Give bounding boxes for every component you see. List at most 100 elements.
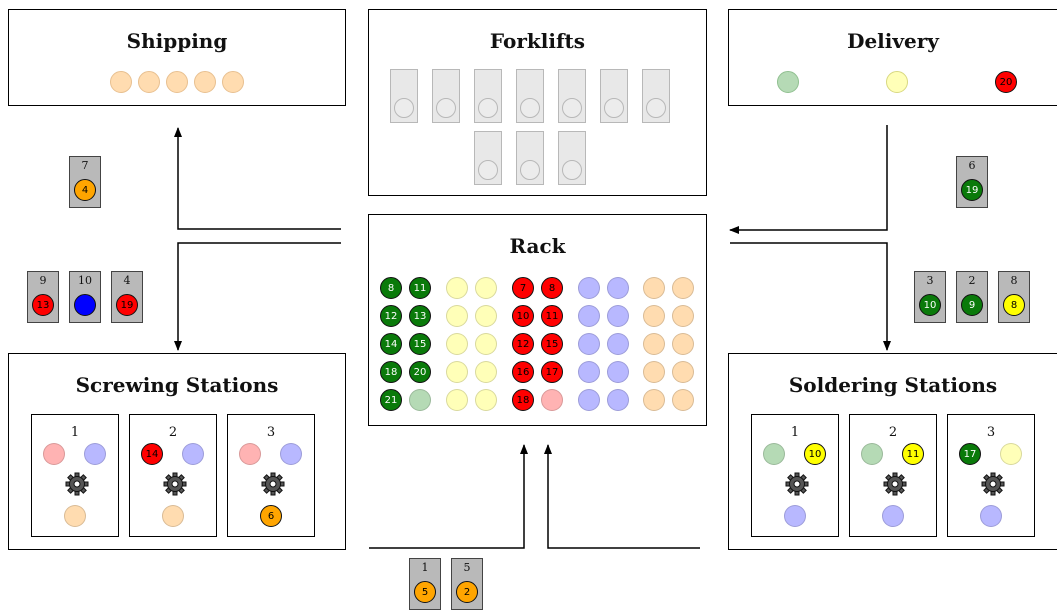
station-number: 2	[888, 425, 898, 440]
station-output-slot	[784, 505, 806, 527]
rack-item-red: 11	[541, 305, 563, 327]
rack-item-orange	[643, 361, 665, 383]
cart-item: 4	[74, 179, 96, 201]
arrow-rack-to-screwing	[174, 242, 341, 351]
cart-item	[74, 294, 96, 316]
rack-item-orange	[672, 277, 694, 299]
rack-item-red: 12	[512, 333, 534, 355]
rack-item-blue	[607, 333, 629, 355]
station-input-slot	[763, 443, 785, 465]
cart-item: 2	[456, 581, 478, 603]
rack-item-orange	[672, 333, 694, 355]
cart-item: 19	[116, 294, 138, 316]
cart-number: 6	[968, 159, 976, 172]
rack-item-orange	[643, 389, 665, 411]
station-input-slot: 14	[141, 443, 163, 465]
rack-item-red	[541, 389, 563, 411]
rack-item-orange	[643, 333, 665, 355]
delivery-item-green	[777, 71, 799, 93]
delivery-item-red: 20	[995, 71, 1017, 93]
cart-number: 3	[926, 274, 934, 287]
station-input-slot: 17	[959, 443, 981, 465]
station-output-slot: 6	[260, 505, 282, 527]
gear-icon	[883, 472, 907, 496]
arrow-screwing-to-rack	[369, 444, 528, 549]
rack-item-blue	[607, 305, 629, 327]
cart-7[interactable]: 7 4	[69, 156, 101, 208]
cart-8[interactable]: 8 8	[998, 271, 1030, 323]
rack-item-yellow	[475, 333, 497, 355]
cart-5[interactable]: 5 2	[451, 558, 483, 610]
rack-item-yellow	[475, 361, 497, 383]
cart-6[interactable]: 6 19	[956, 156, 988, 208]
forklift-slot	[558, 69, 586, 123]
rack-item-blue	[578, 305, 600, 327]
cart-3[interactable]: 3 10	[914, 271, 946, 323]
station-input-slot: 11	[902, 443, 924, 465]
station-number: 1	[70, 425, 80, 440]
cart-4[interactable]: 4 19	[111, 271, 143, 323]
rack-item-red: 17	[541, 361, 563, 383]
delivery-panel: Delivery 20	[728, 9, 1057, 106]
delivery-item-yellow	[886, 71, 908, 93]
rack-item-green: 12	[380, 305, 402, 327]
rack-item-orange	[672, 361, 694, 383]
rack-item-yellow	[475, 277, 497, 299]
rack-item-green: 15	[409, 333, 431, 355]
station-input-slot	[43, 443, 65, 465]
delivery-title: Delivery	[847, 29, 939, 53]
forklift-slot	[642, 69, 670, 123]
cart-number: 8	[1010, 274, 1018, 287]
rack-item-blue	[578, 277, 600, 299]
station-input-slot	[182, 443, 204, 465]
screwing-station-1[interactable]: 1	[31, 414, 119, 537]
screwing-station-2[interactable]: 2 14	[129, 414, 217, 537]
rack-item-blue	[607, 277, 629, 299]
rack-item-yellow	[446, 361, 468, 383]
gear-icon	[163, 472, 187, 496]
forklift-slot	[390, 69, 418, 123]
cart-1[interactable]: 1 5	[409, 558, 441, 610]
rack-item-yellow	[446, 277, 468, 299]
rack-item-green: 21	[380, 389, 402, 411]
rack-item-yellow	[446, 305, 468, 327]
rack-item-blue	[578, 361, 600, 383]
cart-2[interactable]: 2 9	[956, 271, 988, 323]
cart-9[interactable]: 9 13	[27, 271, 59, 323]
soldering-station-2[interactable]: 2 11	[849, 414, 937, 537]
soldering-stations-title: Soldering Stations	[788, 373, 998, 397]
rack-item-red: 18	[512, 389, 534, 411]
station-number: 1	[790, 425, 800, 440]
rack-item-blue	[578, 389, 600, 411]
cart-item: 19	[961, 179, 983, 201]
station-number: 2	[168, 425, 178, 440]
forklift-slot	[474, 69, 502, 123]
forklifts-title: Forklifts	[489, 29, 586, 53]
station-input-slot	[280, 443, 302, 465]
cart-item: 9	[961, 294, 983, 316]
rack-item-green: 11	[409, 277, 431, 299]
rack-item-green: 14	[380, 333, 402, 355]
rack-title: Rack	[509, 234, 566, 258]
shipping-item	[194, 71, 216, 93]
rack-item-yellow	[446, 389, 468, 411]
rack-item-green: 20	[409, 361, 431, 383]
rack-item-orange	[672, 389, 694, 411]
cart-item: 5	[414, 581, 436, 603]
gear-icon	[65, 472, 89, 496]
shipping-panel: Shipping	[8, 9, 346, 106]
forklift-slot	[516, 69, 544, 123]
cart-item: 13	[32, 294, 54, 316]
rack-item-orange	[643, 305, 665, 327]
shipping-title: Shipping	[126, 29, 228, 53]
rack-item-red: 8	[541, 277, 563, 299]
cart-10[interactable]: 10	[69, 271, 101, 323]
shipping-item	[222, 71, 244, 93]
